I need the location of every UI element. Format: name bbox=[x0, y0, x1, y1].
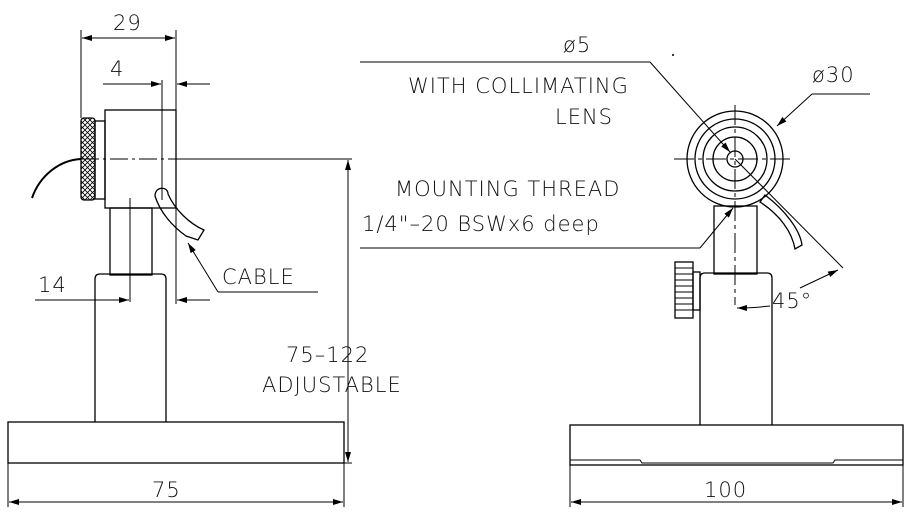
cable-angle-label: 45° bbox=[772, 289, 812, 313]
dim-aperture-label: ø5 bbox=[563, 33, 591, 57]
cable-label: CABLE bbox=[222, 265, 295, 289]
post-holder bbox=[94, 273, 167, 422]
base-plate bbox=[569, 424, 904, 466]
cable-exit bbox=[759, 194, 803, 251]
thumbscrew-shaft bbox=[692, 271, 701, 311]
leader-line bbox=[649, 61, 731, 153]
thumbscrew-knurl bbox=[675, 267, 693, 311]
dim-4-label: 4 bbox=[110, 57, 124, 81]
dim-14-label: 14 bbox=[38, 273, 67, 297]
housing-rim bbox=[94, 120, 106, 200]
front-view: ø5 WITH COLLIMATING LENS ø30 45° MOUNTIN… bbox=[360, 33, 904, 507]
thread-note-line2: 1/4"–20 BSWx6 deep bbox=[362, 212, 600, 236]
aperture-note-line2: LENS bbox=[555, 105, 613, 129]
thread-note-line1: MOUNTING THREAD bbox=[395, 177, 620, 201]
leader-line bbox=[699, 207, 734, 249]
cable-curve bbox=[31, 158, 82, 199]
sensor-housing-front bbox=[674, 105, 790, 305]
post-upper bbox=[713, 205, 758, 275]
base-plate bbox=[7, 421, 345, 464]
dim-housing-diameter-label: ø30 bbox=[812, 63, 855, 87]
side-view: 29 4 14 CABLE 75–122 ADJUSTABL bbox=[7, 11, 402, 507]
dim-75-label: 75 bbox=[152, 478, 181, 502]
height-note-label: ADJUSTABLE bbox=[262, 373, 402, 397]
dot bbox=[672, 54, 674, 56]
angle-arrow bbox=[736, 304, 771, 311]
aperture-note-line1: WITH COLLIMATING bbox=[408, 74, 629, 98]
leader-line bbox=[187, 242, 219, 293]
angle-arrow bbox=[799, 269, 839, 289]
height-range-label: 75–122 bbox=[286, 343, 369, 367]
angle-reference-line bbox=[734, 158, 844, 269]
dim-29-label: 29 bbox=[113, 11, 142, 35]
base-groove bbox=[570, 459, 903, 464]
post-holder bbox=[699, 272, 773, 425]
post-upper bbox=[109, 207, 153, 276]
cable-exit bbox=[154, 187, 205, 241]
leader-line bbox=[776, 93, 813, 127]
dim-100-label: 100 bbox=[704, 478, 747, 502]
